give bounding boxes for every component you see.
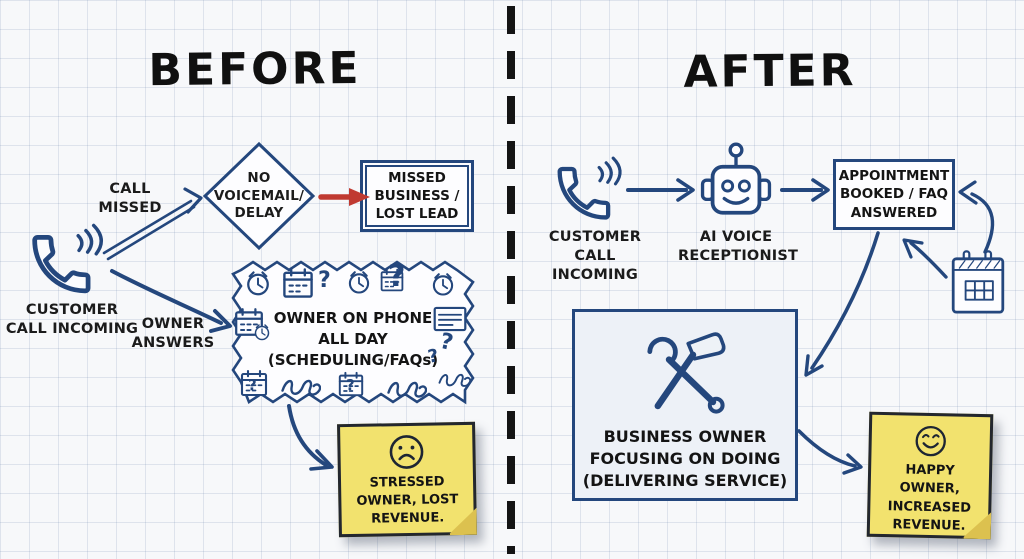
stressed-owner-sticky-note: STRESSED OWNER, LOST REVENUE.	[337, 421, 477, 538]
focus-line2: FOCUSING ON DOING	[589, 449, 781, 469]
business-owner-focus-label: BUSINESS OWNER FOCUSING ON DOING (DELIVE…	[583, 426, 787, 492]
arrow-to-stressed-sticky	[287, 404, 328, 467]
arrowhead	[676, 178, 695, 202]
phone-icon	[24, 222, 110, 308]
arrowhead	[958, 180, 978, 205]
missed-business-box-label: MISSED BUSINESS / LOST LEAD	[374, 169, 460, 223]
arrowhead	[804, 354, 824, 377]
appointment-booked-box: APPOINTMENT BOOKED / FAQ ANSWERED	[833, 159, 955, 230]
arrow-calendar-to-box	[909, 241, 948, 279]
owner-on-phone-line2: ALL DAY	[318, 330, 388, 348]
question-mark-doodle: ?	[318, 268, 331, 293]
arrowhead	[811, 178, 830, 202]
customer-call-incoming-label: CUSTOMER CALL INCOMING	[5, 302, 139, 337]
owner-answers-label: OWNER ANSWERS	[131, 316, 215, 351]
arrow-to-happy-sticky	[797, 429, 857, 468]
owner-on-phone-burst-box	[231, 260, 475, 405]
question-mark-doodle: ?	[248, 376, 257, 394]
missed-business-box: MISSED BUSINESS / LOST LEAD	[360, 160, 474, 232]
before-title: BEFORE	[148, 42, 362, 97]
stressed-owner-sticky-label: STRESSED OWNER, LOST REVENUE.	[356, 474, 459, 528]
happy-owner-sticky-note: HAPPY OWNER, INCREASED REVENUE.	[866, 411, 994, 540]
focus-line3: (DELIVERING SERVICE)	[582, 471, 788, 491]
business-owner-focus-box: BUSINESS OWNER FOCUSING ON DOING (DELIVE…	[572, 309, 798, 501]
arrow-calendar-to-box	[970, 192, 995, 254]
happy-owner-sticky-label: HAPPY OWNER, INCREASED REVENUE.	[887, 462, 972, 534]
sad-face-icon	[387, 433, 426, 472]
customer-call-incoming-label: CUSTOMER CALL INCOMING	[548, 229, 642, 283]
owner-on-phone-line1: OWNER ON PHONE	[273, 309, 433, 327]
calendar-icon	[283, 268, 313, 298]
after-title: AFTER	[683, 45, 857, 98]
arrowhead	[183, 187, 203, 214]
no-voicemail-diamond-label: NO VOICEMAIL/ DELAY	[213, 170, 305, 222]
question-mark-doodle: ?	[388, 259, 406, 294]
question-mark-doodle: ?	[346, 376, 355, 394]
call-missed-label: CALL MISSED	[98, 181, 162, 216]
happy-face-icon	[912, 424, 949, 459]
alarm-clock-icon	[247, 271, 269, 296]
arrow-to-focus-box	[810, 231, 880, 370]
phone-icon	[550, 155, 628, 233]
appointment-booked-box-label: APPOINTMENT BOOKED / FAQ ANSWERED	[838, 168, 950, 221]
alarm-clock-icon	[432, 273, 454, 296]
wrench-hammer-icon	[633, 326, 737, 422]
arrowhead	[309, 449, 334, 471]
robot-icon	[694, 140, 778, 232]
ai-voice-receptionist-label: AI VOICE RECEPTIONIST	[678, 229, 799, 264]
alarm-clock-icon	[348, 271, 370, 294]
booking-calendar-icon	[947, 248, 1009, 318]
no-voicemail-diamond	[202, 141, 316, 251]
center-dashed-divider	[507, 6, 515, 554]
arrowhead	[842, 453, 863, 475]
owner-on-phone-label: OWNER ON PHONE ALL DAY (SCHEDULING/FAQs)	[266, 308, 440, 371]
arrowhead	[902, 238, 924, 259]
focus-line1: BUSINESS OWNER	[603, 427, 767, 446]
owner-on-phone-line3: (SCHEDULING/FAQs)	[267, 351, 439, 369]
